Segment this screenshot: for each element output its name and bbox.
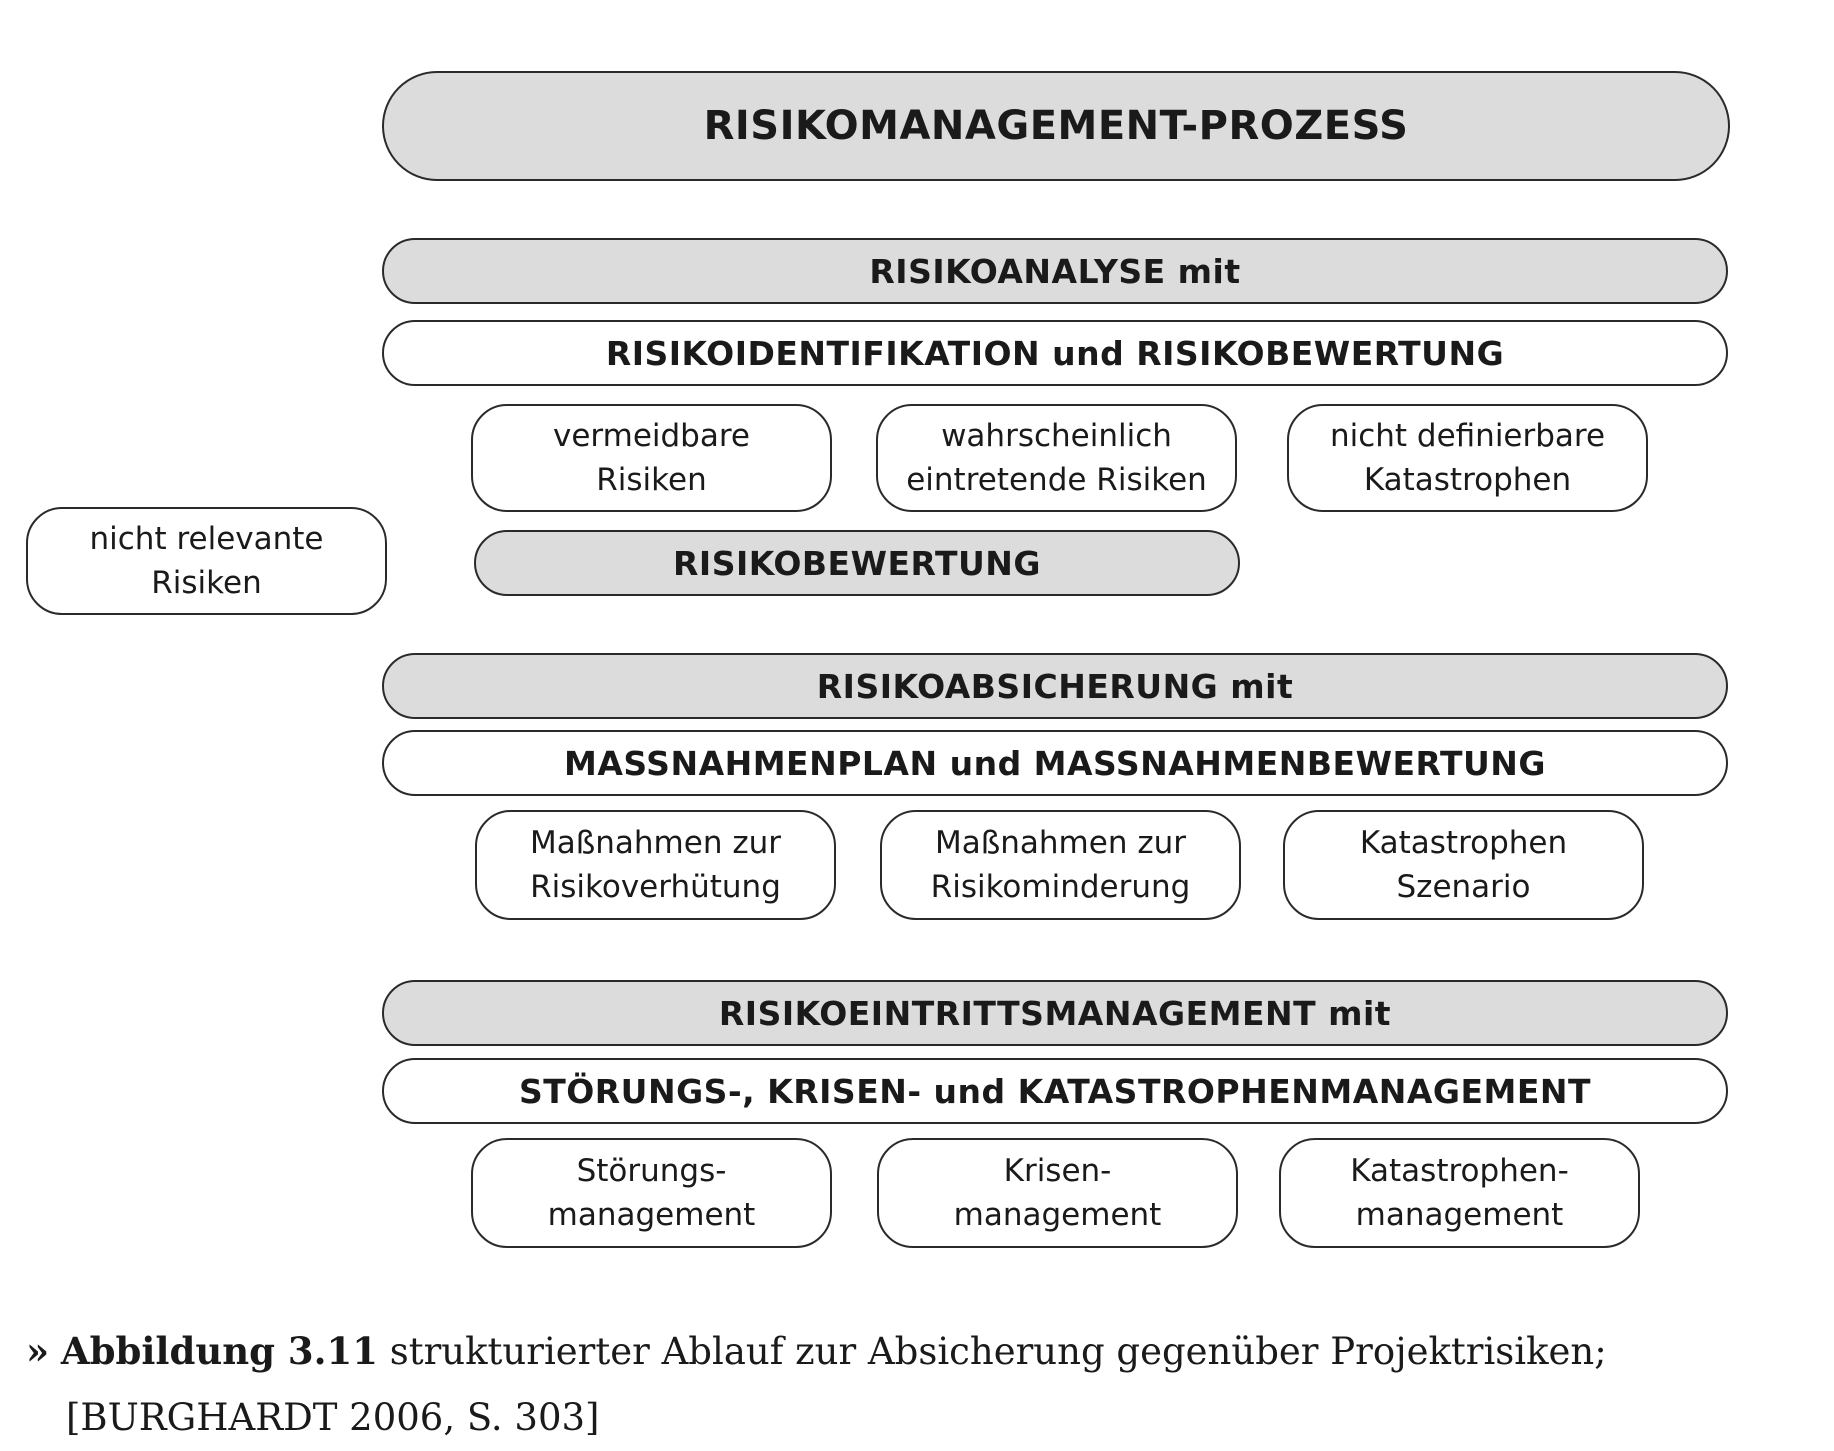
item-line: Katastrophen- — [1350, 1153, 1569, 1189]
figure-caption: » Abbildung 3.11 strukturierter Ablauf z… — [26, 1318, 1746, 1451]
process-title: RISIKOMANAGEMENT-PROZESS — [382, 71, 1730, 181]
item-line: management — [953, 1197, 1162, 1233]
item-risk-prevention: Maßnahmen zur Risikoverhütung — [475, 810, 836, 920]
item-line: wahrscheinlich — [941, 418, 1172, 454]
item-line: Risikominderung — [930, 869, 1191, 905]
section-occurrence-subheader: STÖRUNGS-, KRISEN- und KATASTROPHENMANAG… — [382, 1058, 1728, 1124]
item-line: Szenario — [1396, 869, 1531, 905]
risk-assessment-box: RISIKOBEWERTUNG — [474, 530, 1240, 596]
item-undefinable-catastrophes: nicht definierbare Katastrophen — [1287, 404, 1648, 512]
item-avoidable-risks: vermeidbare Risiken — [471, 404, 832, 512]
item-line: nicht definierbare — [1329, 418, 1606, 454]
section-analysis-header: RISIKOANALYSE mit — [382, 238, 1728, 304]
item-catastrophe-scenario: Katastrophen Szenario — [1283, 810, 1644, 920]
item-line: Maßnahmen zur — [935, 825, 1186, 861]
item-line: eintretende Risiken — [906, 462, 1207, 498]
item-line: Krisen- — [1003, 1153, 1112, 1189]
item-line: management — [1355, 1197, 1564, 1233]
item-line: Katastrophen — [1359, 825, 1568, 861]
caption-figure-label: Abbildung 3.11 — [60, 1329, 378, 1373]
item-line: Störungs- — [576, 1153, 727, 1189]
not-relevant-risks-box: nicht relevante Risiken — [26, 507, 387, 615]
item-line: Risiken — [596, 462, 707, 498]
item-line: Maßnahmen zur — [530, 825, 781, 861]
item-disruption-management: Störungs- management — [471, 1138, 832, 1248]
caption-text: strukturierter Ablauf zur Absicherung ge… — [389, 1330, 1607, 1373]
item-line: management — [547, 1197, 756, 1233]
section-mitigation-header: RISIKOABSICHERUNG mit — [382, 653, 1728, 719]
section-mitigation-subheader: MASSNAHMENPLAN und MASSNAHMENBEWERTUNG — [382, 730, 1728, 796]
caption-marker: » — [26, 1329, 50, 1373]
item-probable-risks: wahrscheinlich eintretende Risiken — [876, 404, 1237, 512]
item-line: Katastrophen — [1363, 462, 1572, 498]
item-risk-reduction: Maßnahmen zur Risikominderung — [880, 810, 1241, 920]
item-crisis-management: Krisen- management — [877, 1138, 1238, 1248]
caption-source: [BURGHARDT 2006, S. 303] — [66, 1396, 600, 1439]
item-line: vermeidbare — [553, 418, 750, 454]
section-occurrence-header: RISIKOEINTRITTSMANAGEMENT mit — [382, 980, 1728, 1046]
item-line: nicht relevante — [89, 521, 324, 557]
item-catastrophe-management: Katastrophen- management — [1279, 1138, 1640, 1248]
item-line: Risiken — [151, 565, 262, 601]
section-analysis-subheader: RISIKOIDENTIFIKATION und RISIKOBEWERTUNG — [382, 320, 1728, 386]
item-line: Risikoverhütung — [530, 869, 781, 905]
